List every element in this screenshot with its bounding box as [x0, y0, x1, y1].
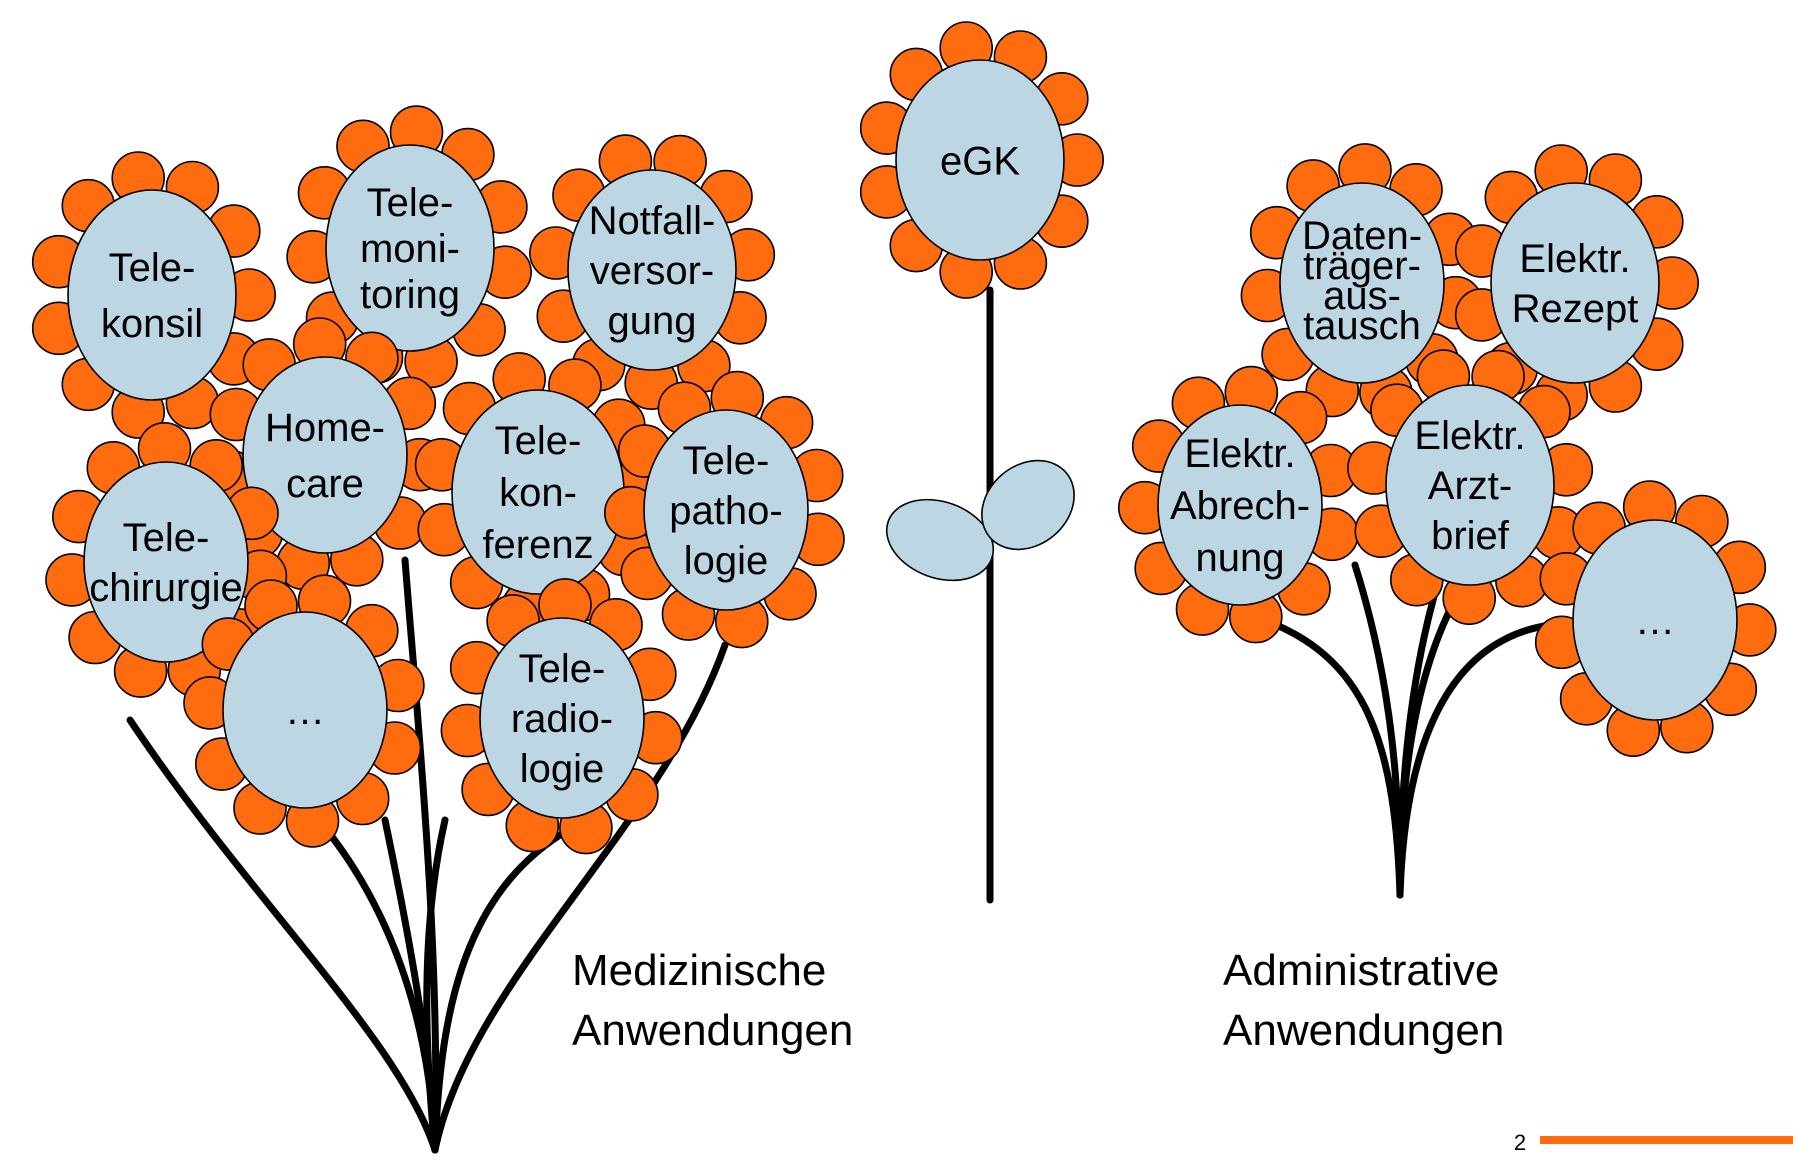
flower-label-line: Tele-	[519, 647, 606, 691]
stem-medical	[431, 641, 729, 1154]
flower-label-line: Tele-	[109, 246, 196, 290]
flower-label-line: Arzt-	[1428, 464, 1512, 508]
flower-label-line: chirurgie	[89, 566, 242, 610]
medical-caption-line2: Anwendungen	[572, 1006, 853, 1055]
flower-label-line: ferenz	[482, 523, 593, 567]
flower-label-line: moni-	[360, 227, 460, 271]
leaf-right	[981, 459, 1075, 551]
stem-medical	[126, 716, 439, 1154]
flower-label-line: radio-	[511, 697, 613, 741]
flower-elektr-abrechnung: Elektr. Abrech-nung	[1118, 365, 1359, 644]
flower-egk: eGK	[859, 21, 1104, 299]
leaf-left	[885, 498, 995, 582]
stem-admin	[1396, 621, 1554, 899]
flower-label-line: konsil	[101, 302, 203, 346]
stem-medical	[423, 816, 449, 1154]
flower-center	[1490, 182, 1660, 384]
flower-center	[325, 144, 495, 352]
flower-telepathologie: Tele-patho-logie	[603, 370, 845, 649]
flower-center	[83, 461, 249, 663]
medical-caption-line1: Medizinische	[572, 946, 826, 995]
flower-label-line: tausch	[1303, 304, 1421, 348]
flower-label-line: eGK	[940, 140, 1020, 184]
egk-leaves	[885, 459, 1075, 582]
flower-center	[1572, 519, 1738, 721]
flower-label-line: träger-	[1303, 244, 1421, 288]
flower-center	[1279, 182, 1445, 384]
flower-label-line: Elektr.	[1519, 237, 1630, 281]
flower-label-line: care	[286, 462, 364, 506]
flower-label-line: Abrech-	[1170, 484, 1310, 528]
flower-center	[895, 59, 1065, 261]
flower-center	[222, 611, 388, 809]
flower-label-line: gung	[608, 299, 697, 343]
admin-caption-line2: Anwendungen	[1223, 1006, 1504, 1055]
flower-label-line: versor-	[590, 249, 714, 293]
flower-label-line: patho-	[669, 489, 782, 533]
flower-label-line: brief	[1431, 514, 1510, 558]
flower-label-line: Elektr.	[1414, 414, 1525, 458]
flower-label-line: toring	[360, 273, 460, 317]
flower-label-line: nung	[1196, 536, 1285, 580]
page-number: 2	[1514, 1130, 1526, 1155]
flower-center	[1157, 404, 1323, 606]
flower-notfallversorgung: Notfall-versor-gung	[529, 134, 776, 411]
flower-center	[479, 617, 645, 819]
flower-elektr-arztbrief: Elektr. Arzt-brief	[1347, 349, 1594, 626]
flower-label-line: Daten-	[1302, 214, 1422, 258]
stem-medical	[431, 831, 564, 1154]
flower-label-line: Tele-	[367, 181, 454, 225]
flower-label-line: logie	[520, 747, 605, 791]
flower-label-line: Tele-	[495, 419, 582, 463]
stem-admin	[1396, 556, 1449, 899]
flower-center	[242, 356, 408, 554]
flower-telekonsil: Tele-konsil	[31, 151, 276, 439]
flower-label-line: aus-	[1323, 274, 1401, 318]
flower-label-line: Home-	[265, 406, 385, 450]
flower-center	[1385, 384, 1555, 586]
flower-label-line: logie	[684, 539, 769, 583]
flower-center	[643, 409, 809, 611]
flower-more-medical: …	[183, 574, 425, 848]
flower-label-line: Elektr.	[1184, 432, 1295, 476]
flower-more-admin: …	[1534, 480, 1777, 758]
flower-teleradiologie: Tele-radio-logie	[440, 578, 683, 855]
flower-label-line: …	[1635, 599, 1675, 643]
flower-center	[567, 169, 737, 371]
accent-line	[1540, 1136, 1793, 1144]
flower-label-line: kon-	[499, 471, 577, 515]
flower-center	[67, 189, 237, 401]
flower-label-line: Tele-	[123, 516, 210, 560]
admin-caption-line1: Administrative	[1223, 946, 1499, 995]
flower-label-line: Rezept	[1512, 287, 1639, 331]
flower-label-line: …	[285, 689, 325, 733]
flower-label-line: Tele-	[683, 439, 770, 483]
flowers: Tele-konsilTele-moni-toringNotfall-verso…	[31, 21, 1777, 855]
flower-label-line: Notfall-	[589, 199, 716, 243]
stem-medical	[401, 556, 440, 1154]
